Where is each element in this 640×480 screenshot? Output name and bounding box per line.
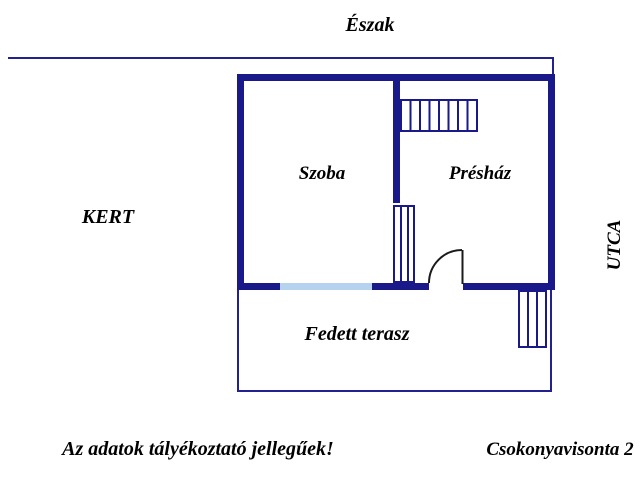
garden-label: KERT: [81, 206, 135, 228]
press-house-label: Présház: [448, 163, 512, 184]
jamb-icon: [393, 205, 415, 283]
window-icon: [280, 283, 372, 290]
street-label-wrap: UTCA: [587, 217, 640, 273]
building-wall-bottom-seg1: [237, 283, 280, 290]
exterior-stairs-icon: [518, 290, 547, 348]
terrace-label: Fedett terasz: [304, 323, 410, 345]
north-label: Észak: [345, 14, 395, 36]
building-wall-top: [237, 74, 555, 81]
interior-divider-wall: [393, 81, 400, 203]
building-wall-left: [237, 74, 244, 290]
stairs-icon: [400, 99, 478, 132]
building-wall-bottom-seg2: [372, 283, 429, 290]
boundary-line: [8, 57, 554, 59]
room-label: Szoba: [298, 163, 346, 184]
boundary-connector-line: [552, 59, 554, 74]
disclaimer-text: Az adatok tályékoztató jellegűek!: [62, 438, 334, 460]
terrace-outline: [237, 290, 552, 392]
building-wall-right: [548, 74, 555, 290]
door-icon: [428, 249, 464, 284]
building-wall-bottom-seg3: [463, 283, 555, 290]
location-text: Csokonyavisonta 2: [486, 439, 634, 460]
street-label: UTCA: [604, 219, 625, 271]
